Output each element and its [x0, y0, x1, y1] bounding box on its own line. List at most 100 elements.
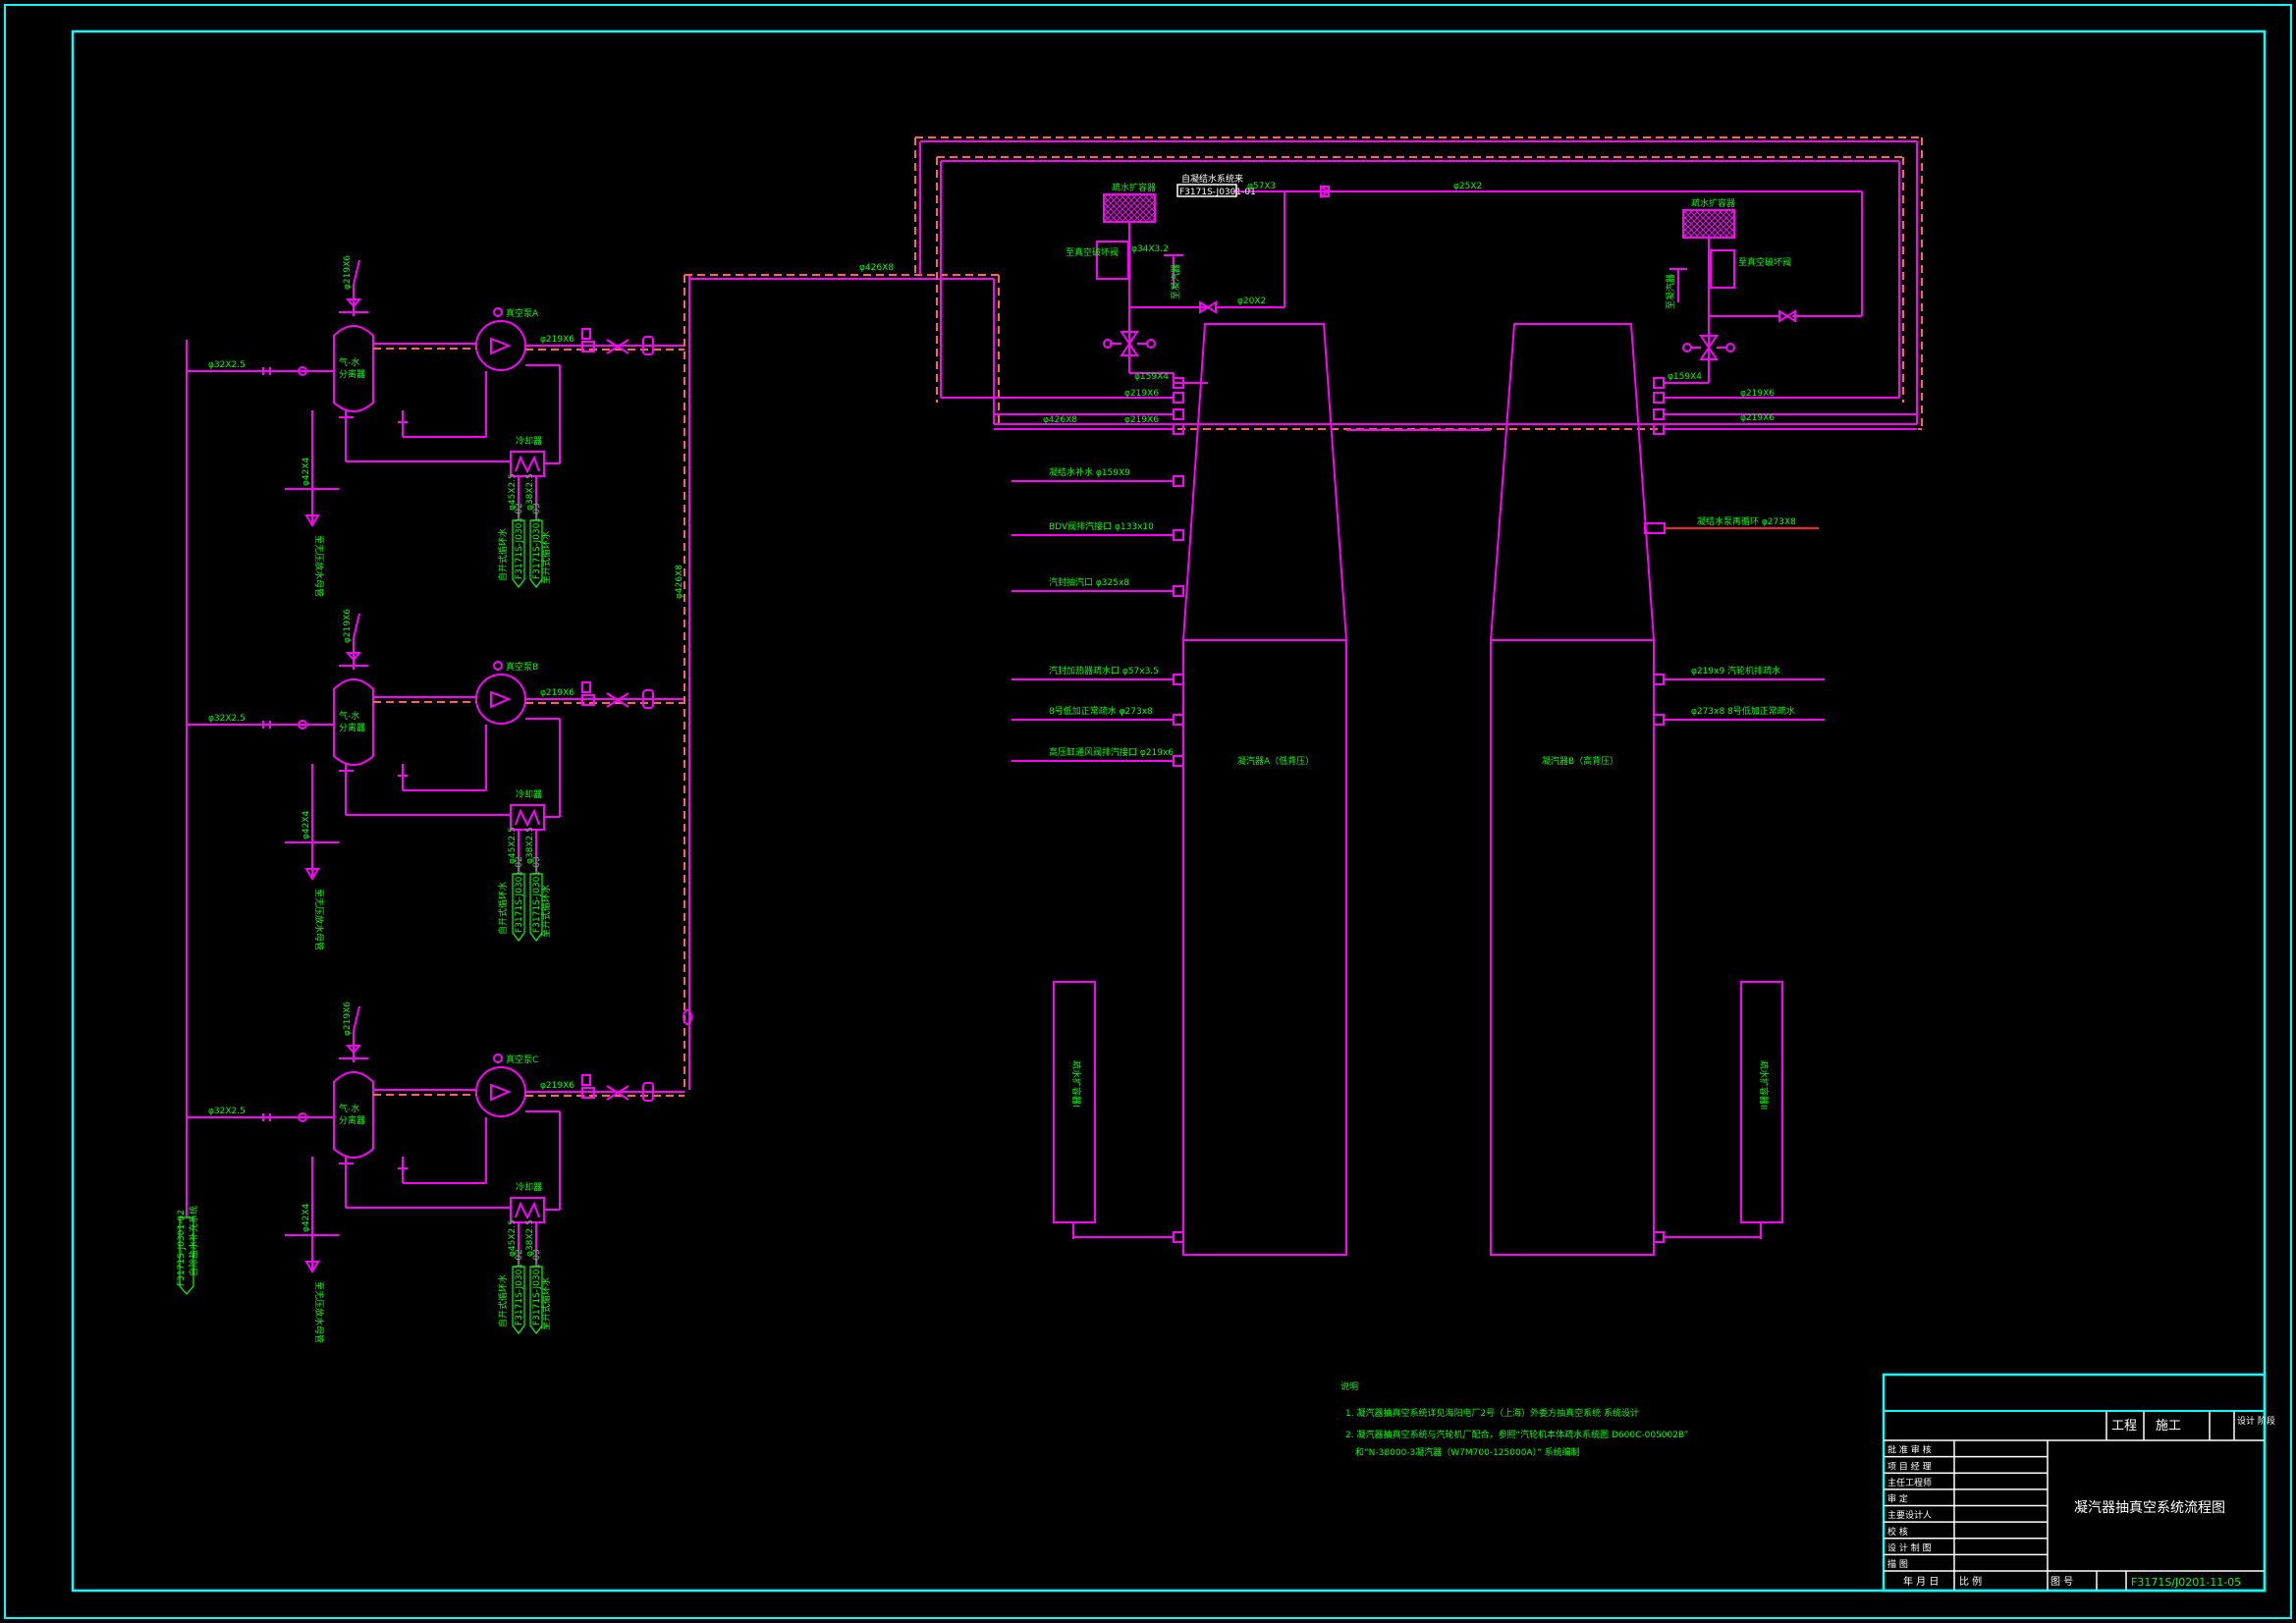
tb-scale: 比 例	[1959, 1575, 1982, 1588]
gas-water-separator	[333, 678, 374, 766]
right-inlet-1: φ219x9 汽轮机排疏水	[1691, 665, 1780, 676]
svg-text:至无压放水母管: 至无压放水母管	[313, 1281, 325, 1343]
svg-text:气-水: 气-水	[339, 710, 359, 722]
drain-tank-b-label: 疏水扩容器II	[1758, 1060, 1770, 1109]
svg-text:至开式循环水: 至开式循环水	[540, 531, 552, 584]
svg-text:至开式循环水: 至开式循环水	[540, 885, 552, 938]
svg-text:真空泵A: 真空泵A	[506, 307, 539, 319]
tb-dwg-no: F3171S/J0201-11-05	[2131, 1576, 2241, 1589]
svg-text:φ159X4: φ159X4	[1667, 372, 1702, 382]
svg-text:φ57X3: φ57X3	[1247, 182, 1276, 191]
svg-text:φ20X2: φ20X2	[1237, 297, 1266, 306]
svg-text:φ45X2.5: φ45X2.5	[508, 473, 518, 511]
inner-border	[71, 29, 2267, 1593]
supply-label: 自除盐水补充系统	[188, 1206, 199, 1276]
supply-ref: F3171S-J0301-02	[177, 1210, 187, 1286]
notes-title: 说明	[1340, 1380, 1358, 1392]
left-inlet-3: 汽封抽汽口 φ325x8	[1049, 576, 1129, 588]
condenser-a-neck	[1181, 323, 1348, 641]
note-3: 和“N-38000-3凝汽器（W7M700-125000A）” 系统编制	[1355, 1446, 1580, 1458]
svg-text:至凝汽器: 至凝汽器	[1170, 264, 1181, 299]
left-inlet-2: BDV阀排汽接口 φ133x10	[1049, 520, 1154, 532]
header-size-v: φ426X8	[675, 565, 684, 599]
condenser-a-label: 凝汽器A（低背压）	[1237, 755, 1314, 767]
svg-text:φ25X2: φ25X2	[1453, 182, 1482, 191]
svg-text:φ42X4: φ42X4	[301, 457, 311, 486]
svg-text:φ32X2.5: φ32X2.5	[208, 714, 246, 724]
note-1: 1. 凝汽器抽真空系统详见海阳电厂2号（上海）外委方抽真空系统 系统设计	[1345, 1407, 1639, 1419]
svg-text:分离器: 分离器	[339, 1114, 365, 1126]
tb-row-4: 审 定	[1887, 1493, 1908, 1505]
svg-text:自开式循环水: 自开式循环水	[497, 1274, 509, 1327]
svg-text:φ426X8: φ426X8	[1043, 415, 1077, 425]
svg-text:至无压放水母管: 至无压放水母管	[313, 889, 325, 950]
tb-row-2: 项 目 经 理	[1887, 1460, 1932, 1472]
tb-row-7: 设 计 制 图	[1887, 1542, 1932, 1553]
svg-text:φ32X2.5: φ32X2.5	[208, 1107, 246, 1116]
svg-text:φ219X6: φ219X6	[343, 1001, 353, 1036]
outer-border	[4, 4, 2292, 1619]
tb-row-6: 校 核	[1887, 1526, 1908, 1538]
svg-text:自开式循环水: 自开式循环水	[497, 528, 509, 581]
svg-text:冷却器: 冷却器	[516, 435, 542, 447]
svg-text:φ34X3.2: φ34X3.2	[1131, 244, 1169, 254]
header-size: φ426X8	[859, 263, 894, 273]
gas-water-separator	[333, 325, 374, 412]
tb-stage: 施工	[2156, 1419, 2181, 1434]
svg-text:至无压放水母管: 至无压放水母管	[313, 535, 325, 597]
left-inlet-6: 高压缸通风阀排汽接口 φ219x6	[1049, 746, 1174, 758]
svg-text:φ219X6: φ219X6	[343, 255, 353, 290]
tb-row-1: 批 准 审 核	[1887, 1444, 1932, 1456]
note-2: 2. 凝汽器抽真空系统与汽轮机厂配合，参照“汽轮机本体疏水系统图 D600C-0…	[1345, 1429, 1688, 1440]
svg-text:F3171S-J0301-02: F3171S-J0301-02	[515, 503, 524, 579]
svg-text:至真空破坏阀: 至真空破坏阀	[1066, 246, 1119, 258]
drain-tank-a-label: 疏水扩容器I	[1070, 1060, 1082, 1108]
vacuum-pump	[475, 1066, 526, 1117]
condenser-b-shell	[1490, 639, 1655, 1256]
svg-text:φ219X6: φ219X6	[1740, 413, 1775, 423]
svg-text:φ42X4: φ42X4	[301, 1203, 311, 1232]
left-inlet-4: 汽封加热器疏水口 φ57x3.5	[1049, 665, 1159, 676]
tb-date: 年 月 日	[1903, 1575, 1939, 1588]
svg-text:φ219X6: φ219X6	[343, 609, 353, 643]
svg-text:F3171S-J0301-03: F3171S-J0301-03	[532, 1249, 542, 1325]
svg-text:φ45X2.5: φ45X2.5	[508, 1219, 518, 1257]
svg-text:φ219X6: φ219X6	[540, 1081, 574, 1091]
left-inlet-1: 凝结水补水 φ159X9	[1049, 466, 1130, 478]
tb-project: 工程	[2111, 1419, 2137, 1434]
tb-dwg-no-label: 图 号	[2050, 1576, 2073, 1588]
supply-tag	[179, 1217, 194, 1295]
svg-text:至凝汽器: 至凝汽器	[1665, 274, 1676, 309]
svg-text:φ32X2.5: φ32X2.5	[208, 360, 246, 370]
seal-box-b-label: 疏水扩容器	[1691, 197, 1735, 209]
svg-text:冷却器: 冷却器	[516, 1181, 542, 1193]
svg-text:φ38X2.5: φ38X2.5	[525, 473, 535, 511]
svg-text:F3171S-J0301-03: F3171S-J0301-03	[532, 503, 542, 579]
vacuum-pump	[475, 674, 526, 725]
svg-text:φ38X2.5: φ38X2.5	[525, 827, 535, 864]
tb-row-3: 主任工程师	[1887, 1477, 1932, 1488]
svg-text:φ219X6: φ219X6	[1124, 389, 1159, 399]
svg-text:φ42X4: φ42X4	[301, 810, 311, 839]
top-ref: F3171S-J0301-01	[1179, 188, 1256, 197]
svg-text:气-水: 气-水	[339, 356, 359, 368]
svg-text:φ159X4: φ159X4	[1134, 372, 1169, 382]
svg-text:F3171S-J0301-02: F3171S-J0301-02	[515, 1249, 524, 1325]
condenser-a-shell	[1182, 639, 1347, 1256]
left-inlet-5: 8号低加正常疏水 φ273x8	[1049, 705, 1153, 717]
svg-text:真空泵C: 真空泵C	[506, 1054, 538, 1065]
svg-text:φ45X2.5: φ45X2.5	[508, 827, 518, 864]
tb-row-5: 主要设计人	[1887, 1509, 1932, 1521]
svg-text:至开式循环水: 至开式循环水	[540, 1277, 552, 1330]
condenser-b-neck	[1489, 323, 1656, 641]
vacuum-pump	[475, 320, 526, 371]
svg-text:冷却器: 冷却器	[516, 788, 542, 800]
svg-text:气-水: 气-水	[339, 1103, 359, 1114]
seal-box-a-label: 疏水扩容器	[1112, 182, 1156, 193]
svg-text:至真空破坏阀: 至真空破坏阀	[1738, 256, 1791, 268]
